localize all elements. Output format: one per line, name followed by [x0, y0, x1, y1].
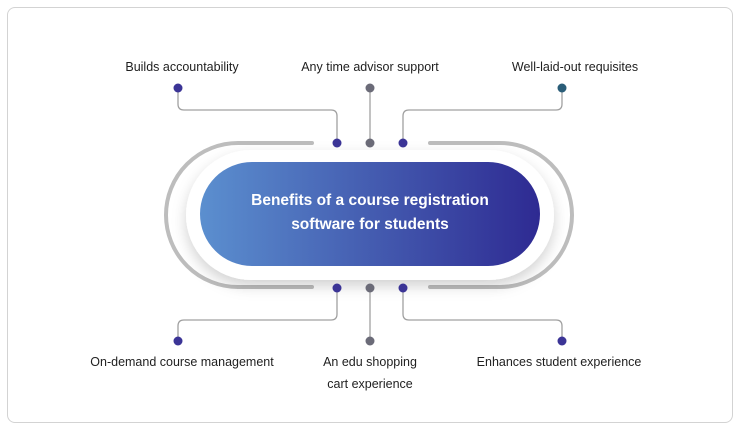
connector-bottom-right: [402, 288, 563, 341]
center-title-line1: Benefits of a course registration: [251, 192, 489, 209]
center-pill: [200, 162, 540, 266]
dot-top-center-anchor: [365, 138, 375, 148]
benefit-enhances-student-experience: Enhances student experience: [476, 355, 642, 369]
benefit-builds-accountability: Builds accountability: [125, 60, 239, 74]
connector-top-right: [402, 88, 563, 143]
benefit-edu-shopping-cart-line1: An edu shopping: [323, 355, 417, 369]
dot-bottom-right-anchor: [398, 283, 408, 293]
benefit-any-time-advisor-support: Any time advisor support: [301, 60, 439, 74]
outer-ring-right: [428, 141, 574, 289]
dot-top-left-end: [173, 83, 183, 93]
dot-bottom-right-end: [557, 336, 567, 346]
center-title: Benefits of a course registration softwa…: [200, 160, 540, 266]
dot-bottom-left-end: [173, 336, 183, 346]
benefit-on-demand-course-management: On-demand course management: [90, 355, 274, 369]
connector-top-left: [177, 88, 338, 143]
benefit-edu-shopping-cart: An edu shopping cart experience: [323, 351, 417, 395]
dot-top-left-anchor: [332, 138, 342, 148]
dot-bottom-center-anchor: [365, 283, 375, 293]
connector-bottom-left: [177, 288, 338, 341]
center-title-line2: software for students: [291, 216, 449, 233]
dot-top-right-end: [557, 83, 567, 93]
dot-top-right-anchor: [398, 138, 408, 148]
dot-bottom-center-end: [365, 336, 375, 346]
dot-top-center-end: [365, 83, 375, 93]
benefit-well-laid-out-requisites: Well-laid-out requisites: [511, 60, 639, 74]
benefit-edu-shopping-cart-line2: cart experience: [327, 377, 413, 391]
dot-bottom-left-anchor: [332, 283, 342, 293]
outer-ring-left: [164, 141, 314, 289]
